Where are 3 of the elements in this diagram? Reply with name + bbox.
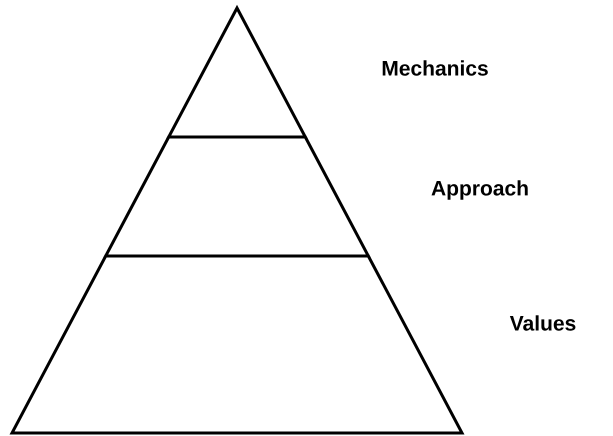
tier-label: Mechanics	[382, 60, 488, 76]
tier-label: Values	[510, 315, 576, 331]
tier-label: Approach	[432, 180, 528, 200]
